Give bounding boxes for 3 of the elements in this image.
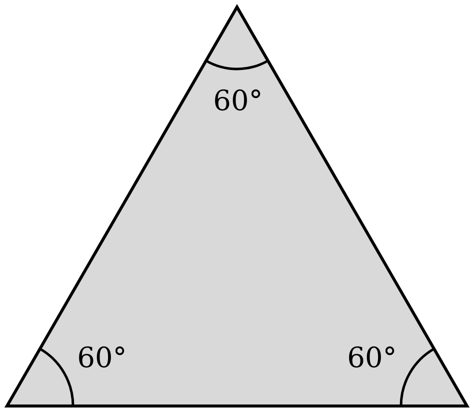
angle-label: 60°	[349, 346, 394, 368]
angle-label: 60°	[215, 89, 260, 111]
angle-label: 60°	[79, 346, 124, 368]
